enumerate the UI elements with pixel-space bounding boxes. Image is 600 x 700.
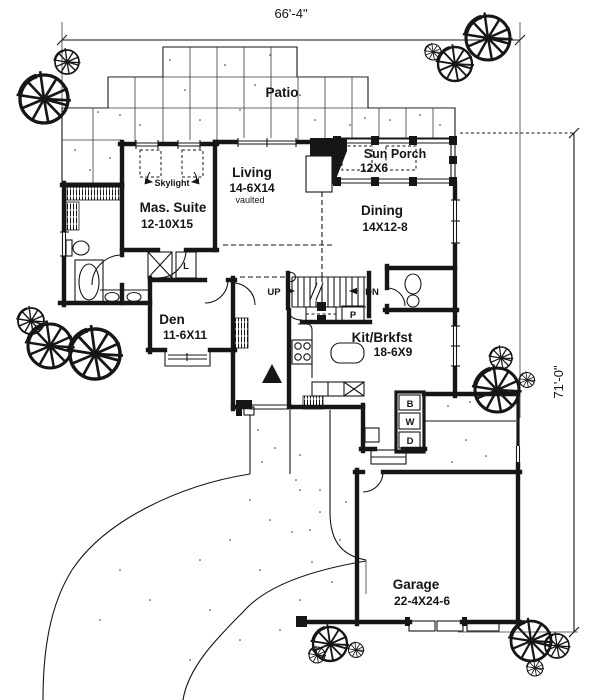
- washer-label: W: [406, 417, 415, 428]
- dimension-right-label: 71'-0": [551, 365, 566, 399]
- window-master-2: [177, 140, 201, 149]
- den-label: Den: [159, 312, 185, 327]
- fireplace: [305, 138, 347, 193]
- tree-icon: [14, 304, 47, 336]
- broom-label: B: [407, 399, 414, 410]
- kitchen-label: Kit/Brkfst: [352, 330, 413, 345]
- patio-label: Patio: [265, 85, 298, 100]
- window-living: [237, 138, 297, 147]
- living-size: 14-6X14: [229, 181, 275, 195]
- windows: [60, 138, 522, 462]
- stairs-down-label: DN: [365, 287, 379, 298]
- tree-icon: [487, 344, 515, 371]
- window-porch-court: [514, 446, 522, 462]
- mas-suite-label: Mas. Suite: [140, 200, 207, 215]
- laundry: B W D: [302, 394, 421, 493]
- hall-closets: L: [147, 251, 197, 279]
- half-bath: [386, 273, 422, 308]
- pantry-label: P: [350, 310, 357, 321]
- dimension-top: 66'-4": [56, 6, 526, 418]
- garage-size: 22-4X24-6: [394, 594, 450, 608]
- living-note: vaulted: [235, 195, 264, 205]
- sun-porch-label: Sun Porch: [364, 147, 427, 161]
- garage-label: Garage: [393, 577, 440, 592]
- dining-label: Dining: [361, 203, 403, 218]
- sun-porch: [333, 136, 457, 186]
- window-den-bay: [164, 350, 211, 367]
- tree-icon: [52, 46, 82, 76]
- garage-door: [405, 617, 500, 632]
- master-bath: [65, 186, 148, 305]
- stairs-up-label: UP: [267, 287, 281, 298]
- pantry: P: [305, 305, 365, 323]
- mas-suite-size: 12-10X15: [141, 217, 193, 231]
- living-label: Living: [232, 165, 272, 180]
- window-bath: [60, 231, 69, 257]
- sun-porch-size: 12X6: [360, 161, 388, 175]
- entry-marker: [262, 364, 282, 383]
- dimension-right: 71'-0": [458, 127, 580, 638]
- door-arcs: [157, 249, 229, 304]
- tree-icon: [472, 364, 522, 412]
- dryer-label: D: [407, 436, 414, 447]
- kitchen-size: 18-6X9: [374, 345, 413, 359]
- tree-icon: [542, 630, 572, 660]
- linen-label: L: [183, 261, 189, 272]
- dimension-top-label: 66'-4": [274, 6, 308, 21]
- window-master-1: [135, 140, 159, 149]
- tree-icon: [517, 370, 537, 389]
- dining-size: 14X12-8: [362, 220, 408, 234]
- patio-speckles: [74, 54, 441, 171]
- driveway: [42, 401, 493, 700]
- driveway-speckles: [99, 401, 493, 661]
- room-labels: Sun Porch 12X6 Living 14-6X14 vaulted Ma…: [140, 147, 451, 608]
- window-breakfast: [451, 325, 460, 367]
- den-size: 11-6X11: [163, 328, 207, 342]
- landscaping: [14, 12, 572, 677]
- tree-icon: [17, 71, 71, 123]
- window-dining: [451, 199, 460, 244]
- foyer: [232, 282, 292, 416]
- tree-icon: [463, 12, 513, 60]
- tree-icon: [346, 640, 366, 659]
- skylight-label: Skylight: [154, 178, 189, 188]
- kitchen: [291, 323, 365, 397]
- skylights: Skylight: [139, 149, 204, 188]
- tree-icon: [67, 325, 124, 379]
- stairs: UP DN: [267, 271, 379, 321]
